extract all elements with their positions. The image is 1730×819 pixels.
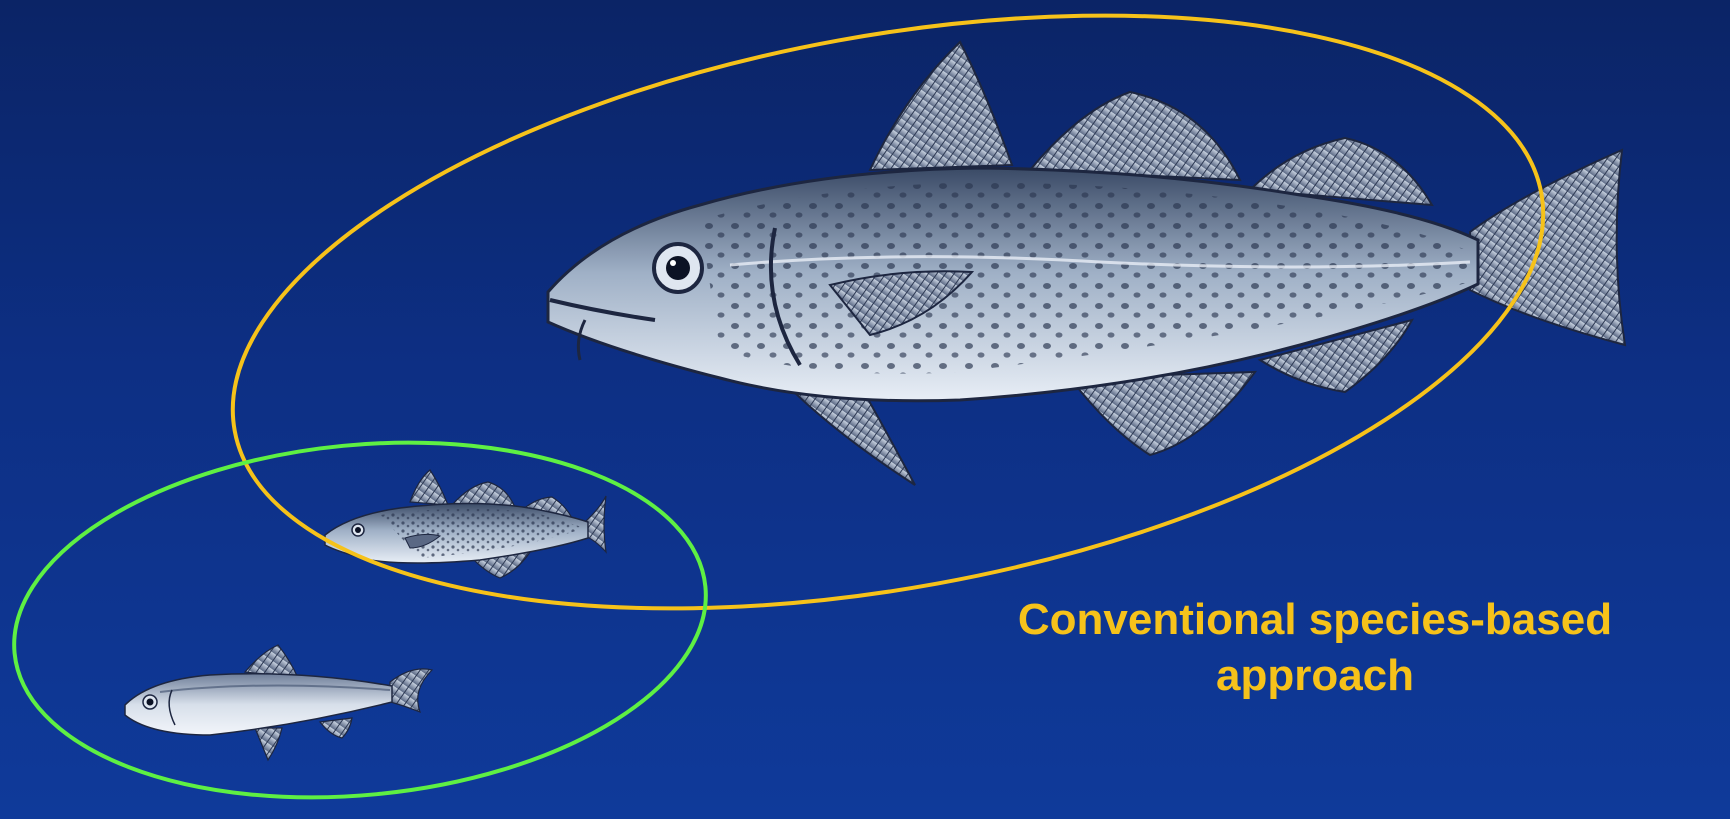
caption-line-2: approach: [960, 648, 1670, 704]
herring-illustration: [125, 645, 432, 760]
small-fish-group-ellipse: [0, 413, 722, 819]
caption-text: Conventional species-based approach: [960, 592, 1670, 704]
cod-large-illustration: [548, 42, 1625, 485]
caption-line-1: Conventional species-based: [960, 592, 1670, 648]
